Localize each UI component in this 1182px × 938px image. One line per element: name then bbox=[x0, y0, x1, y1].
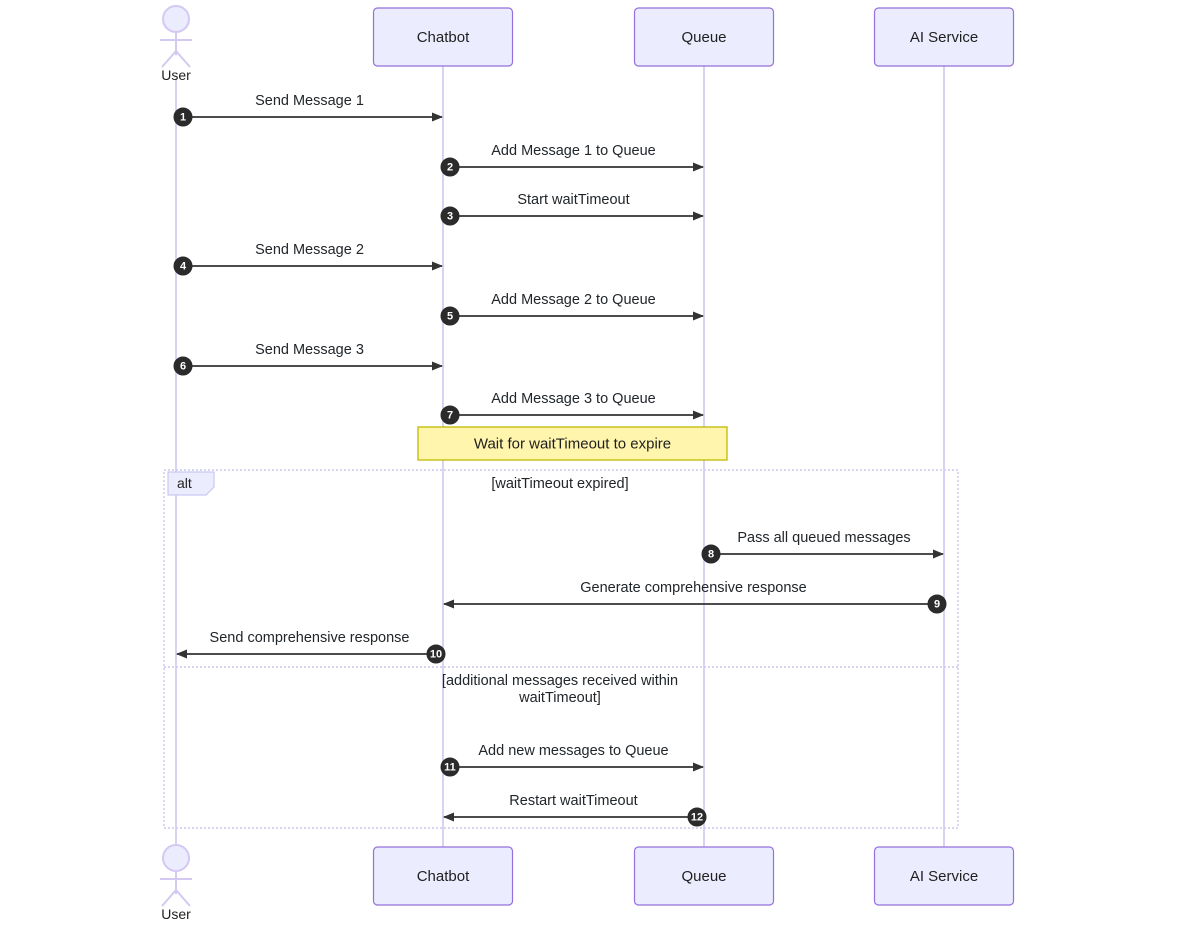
message-label: Add new messages to Queue bbox=[478, 743, 668, 759]
alt-branch-condition: [waitTimeout expired] bbox=[491, 476, 628, 492]
participant-chatbot-top[interactable]: Chatbot bbox=[372, 7, 514, 67]
sequence-number-badge bbox=[173, 107, 193, 127]
participant-ai-bottom[interactable]: AI Service bbox=[873, 846, 1015, 906]
participant-box[interactable] bbox=[633, 7, 775, 67]
sequence-number-text: 8 bbox=[708, 549, 714, 561]
sequence-number-text: 1 bbox=[180, 112, 186, 124]
sequence-number-badge bbox=[440, 757, 460, 777]
sequence-number-badge bbox=[173, 256, 193, 276]
alt-branch-condition: waitTimeout] bbox=[518, 690, 601, 706]
sequence-number-text: 7 bbox=[447, 410, 453, 422]
participant-label: Chatbot bbox=[417, 868, 470, 885]
participant-queue-top[interactable]: Queue bbox=[633, 7, 775, 67]
participant-label: AI Service bbox=[910, 868, 978, 885]
sequence-number-text: 11 bbox=[444, 762, 456, 774]
message-6: Send Message 3 6 bbox=[173, 342, 443, 376]
message-9: Generate comprehensive response 9 bbox=[443, 580, 947, 614]
message-label: Send Message 2 bbox=[255, 242, 364, 258]
participant-label: Chatbot bbox=[417, 29, 470, 46]
message-label: Send Message 1 bbox=[255, 93, 364, 109]
sequence-number-text: 5 bbox=[447, 311, 453, 323]
message-2: Add Message 1 to Queue 2 bbox=[440, 143, 704, 177]
message-10: Send comprehensive response 10 bbox=[176, 630, 446, 664]
sequence-number-text: 10 bbox=[430, 649, 442, 661]
note-box bbox=[417, 426, 728, 461]
sequence-number-text: 9 bbox=[934, 599, 940, 611]
participant-box[interactable] bbox=[873, 7, 1015, 67]
message-label: Generate comprehensive response bbox=[580, 580, 807, 596]
note-text: Wait for waitTimeout to expire bbox=[474, 436, 671, 453]
sequence-number-badge bbox=[440, 405, 460, 425]
message-label: Send comprehensive response bbox=[210, 630, 410, 646]
sequence-number-badge bbox=[440, 157, 460, 177]
participant-box[interactable] bbox=[372, 846, 514, 906]
participant-label: Queue bbox=[681, 29, 726, 46]
sequence-number-text: 3 bbox=[447, 211, 453, 223]
alt-frame bbox=[163, 469, 959, 829]
sequence-number-text: 4 bbox=[180, 261, 187, 273]
participant-label: AI Service bbox=[910, 29, 978, 46]
actor-legs-icon bbox=[161, 888, 191, 907]
message-label: Start waitTimeout bbox=[517, 192, 629, 208]
participant-box[interactable] bbox=[372, 7, 514, 67]
alt-keyword-tab bbox=[167, 471, 215, 496]
actor-head-icon bbox=[162, 844, 190, 872]
message-label: Send Message 3 bbox=[255, 342, 364, 358]
actor-user-top[interactable]: User bbox=[160, 5, 192, 83]
message-label: Add Message 1 to Queue bbox=[491, 143, 655, 159]
sequence-number-badge bbox=[440, 306, 460, 326]
participant-box[interactable] bbox=[873, 846, 1015, 906]
alt-branch-condition: [additional messages received within bbox=[442, 673, 678, 689]
participant-ai-top[interactable]: AI Service bbox=[873, 7, 1015, 67]
participant-label: Queue bbox=[681, 868, 726, 885]
participant-chatbot-bottom[interactable]: Chatbot bbox=[372, 846, 514, 906]
sequence-number-text: 12 bbox=[691, 812, 703, 824]
actor-label: User bbox=[161, 67, 191, 83]
sequence-number-badge bbox=[440, 206, 460, 226]
participant-queue-bottom[interactable]: Queue bbox=[633, 846, 775, 906]
sequence-number-badge bbox=[173, 356, 193, 376]
actor-head-icon bbox=[162, 5, 190, 33]
sequence-number-text: 2 bbox=[447, 162, 453, 174]
actor-legs-icon bbox=[161, 49, 191, 68]
sequence-number-badge bbox=[701, 544, 721, 564]
message-4: Send Message 2 4 bbox=[173, 242, 443, 276]
sequence-number-text: 6 bbox=[180, 361, 186, 373]
note: Wait for waitTimeout to expire bbox=[417, 426, 728, 461]
sequence-number-badge bbox=[687, 807, 707, 827]
actor-user-bottom[interactable]: User bbox=[160, 844, 192, 922]
sequence-number-badge bbox=[927, 594, 947, 614]
alt-block: alt [waitTimeout expired] [additional mess… bbox=[163, 469, 959, 829]
message-label: Add Message 3 to Queue bbox=[491, 391, 655, 407]
actor-label: User bbox=[161, 906, 191, 922]
message-5: Add Message 2 to Queue 5 bbox=[440, 292, 704, 326]
alt-keyword-label: alt bbox=[177, 475, 192, 491]
message-12: Restart waitTimeout 12 bbox=[443, 793, 707, 827]
sequence-number-badge bbox=[426, 644, 446, 664]
message-label: Add Message 2 to Queue bbox=[491, 292, 655, 308]
message-label: Restart waitTimeout bbox=[509, 793, 637, 809]
message-7: Add Message 3 to Queue 7 bbox=[440, 391, 704, 425]
message-label: Pass all queued messages bbox=[737, 530, 910, 546]
message-8: Pass all queued messages 8 bbox=[701, 530, 944, 564]
participant-box[interactable] bbox=[633, 846, 775, 906]
message-1: Send Message 1 1 bbox=[173, 93, 443, 127]
message-3: Start waitTimeout 3 bbox=[440, 192, 704, 226]
message-11: Add new messages to Queue 11 bbox=[440, 743, 704, 777]
